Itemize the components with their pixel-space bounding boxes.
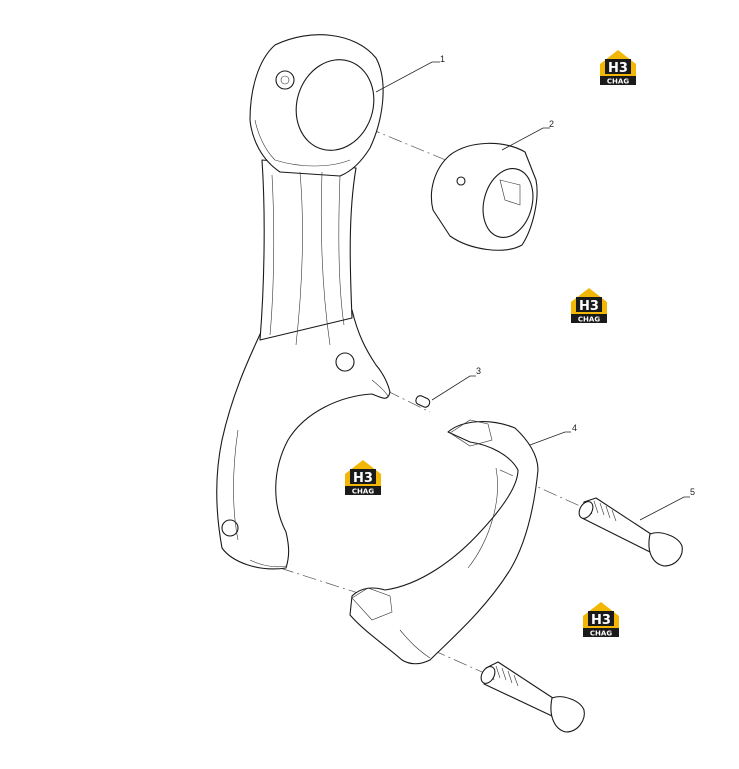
svg-text:H3: H3 xyxy=(579,299,599,314)
bushing-slot xyxy=(499,179,521,206)
rod-shank xyxy=(259,159,357,341)
small-end-shoulder xyxy=(254,119,351,167)
leader-2 xyxy=(501,127,550,151)
svg-text:CHAG: CHAG xyxy=(607,78,629,86)
cap-lower-edge xyxy=(399,629,431,659)
leader-1 xyxy=(375,61,440,93)
callout-labels: 1 2 3 4 5 xyxy=(440,54,695,497)
bushing-oil-hole xyxy=(456,176,466,186)
edge-line-left xyxy=(269,174,275,336)
watermark-logo-4: H3 CHAG xyxy=(583,602,619,638)
svg-text:CHAG: CHAG xyxy=(578,316,600,324)
bolt-boss-upper xyxy=(335,352,355,372)
oil-hole-small-end-inner xyxy=(280,75,290,85)
rod-bolt-upper xyxy=(578,497,683,567)
leader-4 xyxy=(529,431,571,446)
leader-lines xyxy=(375,61,690,521)
bushing-bore xyxy=(482,168,534,238)
callout-3: 3 xyxy=(476,366,481,376)
bolt-upper-tip xyxy=(578,501,594,519)
bolt-boss-lower xyxy=(221,519,239,537)
small-end-bushing xyxy=(430,142,538,251)
rib-line-left xyxy=(295,171,303,346)
big-end-side-line xyxy=(233,429,239,541)
connecting-rod xyxy=(216,34,391,570)
cap-serration-top xyxy=(449,419,493,447)
bolt-lower-tip xyxy=(480,666,496,684)
leader-3 xyxy=(431,375,476,401)
callout-5: 5 xyxy=(690,487,695,497)
callout-1: 1 xyxy=(440,54,445,64)
oil-hole-small-end xyxy=(275,70,295,90)
watermark-logo-2: H3 CHAG xyxy=(571,288,607,324)
rod-cap-body xyxy=(349,421,539,665)
dowel-pin xyxy=(415,395,431,408)
axis-cap-join xyxy=(279,567,381,601)
big-end-serration-left xyxy=(249,559,287,568)
bolt-upper-head xyxy=(648,532,683,567)
callout-4: 4 xyxy=(572,423,577,433)
bolt-lower-head xyxy=(550,696,585,733)
rod-big-end-body xyxy=(216,309,391,570)
rod-cap xyxy=(349,419,539,665)
big-end-serration-right xyxy=(371,379,389,397)
bolt-lower-shank xyxy=(483,661,563,717)
svg-text:H3: H3 xyxy=(591,613,611,628)
leader-5 xyxy=(639,496,690,521)
cap-inner-line xyxy=(467,467,498,569)
svg-text:H3: H3 xyxy=(353,471,373,486)
dowel-pin-body xyxy=(415,395,431,408)
edge-line-right xyxy=(338,175,345,326)
bolt-upper-shank xyxy=(581,497,661,553)
callout-2: 2 xyxy=(549,119,554,129)
svg-text:H3: H3 xyxy=(608,61,628,76)
watermark-logo-3: H3 CHAG xyxy=(345,460,381,496)
rib-line-right xyxy=(320,171,331,346)
small-end-bore xyxy=(295,59,375,151)
cap-serration-bottom xyxy=(351,587,393,621)
svg-text:CHAG: CHAG xyxy=(590,630,612,638)
svg-text:CHAG: CHAG xyxy=(352,488,374,496)
watermark-logo-1: H3 CHAG xyxy=(600,50,636,86)
rod-bolt-lower xyxy=(480,661,585,733)
